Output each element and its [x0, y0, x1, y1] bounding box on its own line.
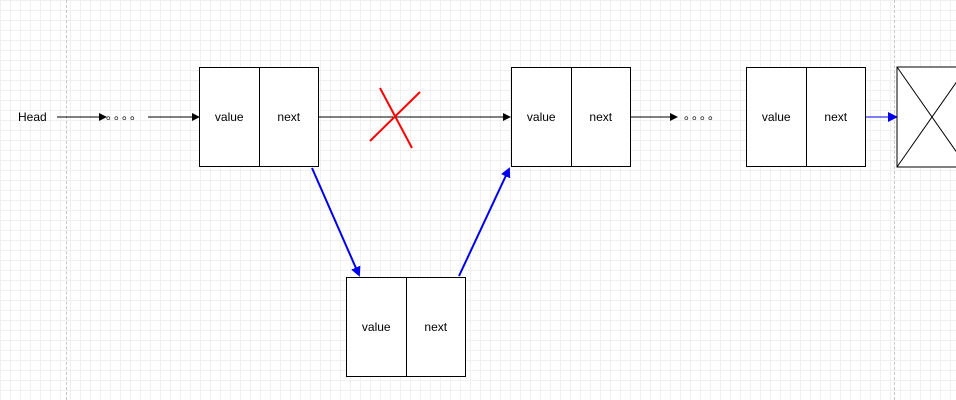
node-next-cell: next: [570, 68, 631, 166]
removed-link-x-mark: [369, 87, 421, 149]
null-x-box-icon: [896, 66, 956, 168]
node-value-cell: value: [761, 110, 791, 124]
node-next-cell: next: [405, 278, 466, 376]
node-next-cell: next: [258, 68, 319, 166]
node-1-to-new-node-arrow: [311, 167, 361, 277]
guide-line-left: [66, 0, 67, 400]
head-label: Head: [18, 110, 47, 124]
guide-line-right: [894, 0, 895, 400]
ellipsis-left: 。。。。: [106, 108, 145, 122]
ellipsis-right: 。。。。: [684, 108, 723, 122]
node-next-cell: next: [805, 68, 866, 166]
node-value-cell: value: [214, 110, 244, 124]
list-node-3: value next: [746, 67, 866, 167]
node-value-cell: value: [361, 320, 391, 334]
new-node-to-node-2-arrow: [458, 167, 511, 277]
inserted-node: value next: [346, 277, 466, 377]
list-node-2: value next: [511, 67, 631, 167]
list-node-1: value next: [199, 67, 319, 167]
node-value-cell: value: [526, 110, 556, 124]
